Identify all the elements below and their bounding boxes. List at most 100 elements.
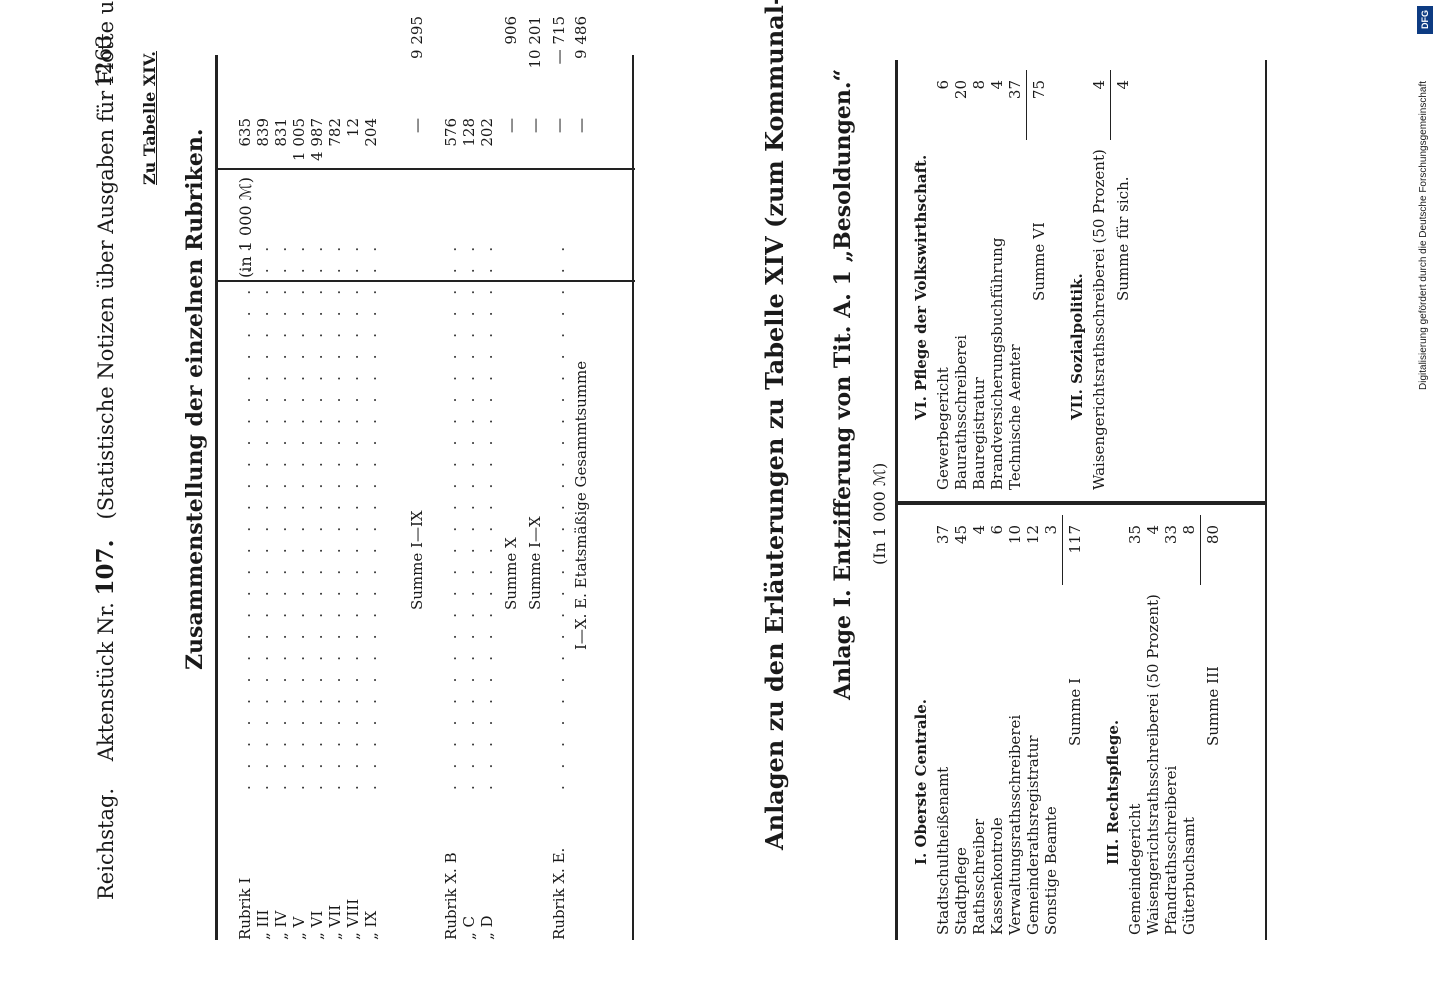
summary-value: 128 [460, 118, 478, 147]
summary-value: 1 005 [290, 118, 308, 161]
appendix-sum-label: Summe für sich. [1114, 176, 1132, 301]
summary-row: „ VIII. . . . . . . . . . . . . . . . . … [344, 70, 362, 940]
summary-row-label: Summe I—X [526, 516, 544, 610]
summary-row: „ IX. . . . . . . . . . . . . . . . . . … [362, 70, 380, 940]
appendix-row-value: 4 [1090, 80, 1108, 90]
appendix-row: Rathsschreiber 4 [970, 515, 988, 935]
appendix-row-label: Güterbuchsamt [1180, 817, 1198, 935]
appendix-row-value: 45 [952, 525, 970, 545]
sum-rule [1200, 515, 1201, 585]
appendix-row-label: Stadtpflege [952, 847, 970, 935]
summary-value: 839 [254, 118, 272, 147]
appendix-row-label: Gemeinderathsregistratur [1024, 735, 1042, 935]
appendix-row-value: 10 [1006, 525, 1024, 545]
appendix-row-label: Verwaltungsrathsschreiberei [1006, 714, 1024, 935]
leader-dots: . . . . . . . . . . . . . . . . . . . . … [272, 230, 290, 790]
summary-row-label: Summe X [502, 537, 520, 610]
appendix-row-value: 4 [970, 525, 988, 535]
sum-rule [1110, 70, 1111, 140]
appendix-row-label: Stadtschultheißenamt [934, 766, 952, 935]
leader-dots: . . . . . . . . . . . . . . . . . . . . … [326, 230, 344, 790]
appendix-row-value: 8 [1180, 525, 1198, 535]
page-number: 1263 [92, 34, 116, 88]
summary-row-label: „ IV [272, 910, 290, 940]
appendix-row-label: Technische Aemter [1006, 344, 1024, 490]
appendix-row: Waisengerichtsrathsschreiberei (50 Proze… [1090, 70, 1108, 490]
appendix-sum-value: 75 [1030, 80, 1048, 100]
appendix-row-label: Rathsschreiber [970, 818, 988, 935]
appendix-row-value: 37 [1006, 80, 1024, 100]
summary-row: Rubrik X. B . . . . . . . . . . . . . . .… [442, 70, 460, 940]
header-doc-no: 107. [92, 539, 119, 596]
summary-row-label: I—X. E. Etatsmäßige Gesammtsumme [572, 360, 590, 650]
appendix-row: Verwaltungsrathsschreiberei 10 [1006, 515, 1024, 935]
appendix-row: Technische Aemter 37 [1006, 70, 1024, 490]
summary-row-label: Rubrik X. B [442, 852, 460, 940]
summary-row-label: Summe I—IX [408, 510, 426, 610]
section-title: I. Oberste Centrale. [912, 698, 930, 865]
summary-total: 906 [502, 16, 520, 45]
leader-dots: . . . . . . . . . . . . . . . . . . . . … [442, 230, 460, 790]
summary-total: 10 201 [526, 16, 544, 69]
appendix-row-label: Sonstige Beamte [1042, 806, 1060, 935]
appendix-row-value: 3 [1042, 525, 1060, 535]
summary-row: Summe X—906 [502, 16, 520, 940]
summary-row: „ VI . . . . . . . . . . . . . . . . . . … [308, 70, 326, 940]
summary-row: Summe I—X—10 201 [526, 16, 544, 940]
running-header: Reichstag. Aktenstück Nr. 107. (Statisti… [92, 0, 119, 900]
summary-row-label: „ VI [308, 910, 326, 940]
appendix-row: Bauregistratur 8 [970, 70, 988, 490]
appendix-row-value: 12 [1024, 525, 1042, 545]
side-note: Digitalisierung gefördert durch die Deut… [1418, 10, 1432, 390]
appendix-row-label: Bauraths­schreiberei [952, 334, 970, 490]
summary-row: „ D. . . . . . . . . . . . . . . . . . .… [478, 70, 496, 940]
summary-bottom-rule [632, 55, 634, 940]
appendix-row-value: 8 [970, 80, 988, 90]
leader-dots: . . . . . . . . . . . . . . . . . . . . … [308, 230, 326, 790]
appendix-row-label: Brandversicherungsbuchführung [988, 237, 1006, 490]
summary-value: — [572, 118, 590, 133]
summary-row: Rubrik X. E.. . . . . . . . . . . . . . … [550, 16, 568, 940]
appendix-row: Waisengerichtsrathsschreiberei (50 Proze… [1144, 515, 1162, 935]
summary-value: 576 [442, 118, 460, 147]
appendix-sum-label: Summe I [1066, 678, 1084, 746]
appendix-row: Güterbuchsamt 8 [1180, 515, 1198, 935]
summary-value: 635 [236, 118, 254, 147]
appendix-sum-value: 4 [1114, 80, 1132, 90]
summary-row: „ III. . . . . . . . . . . . . . . . . .… [254, 70, 272, 940]
sum-rule [1062, 515, 1063, 585]
table-reference: Zu Tabelle XIV. [140, 51, 159, 185]
section-title: VII. Sozialpolitik. [1068, 273, 1086, 420]
header-doc-label: Aktenstück Nr. [94, 602, 118, 762]
appendix-row: Gemeinderathsregistratur 12 [1024, 515, 1042, 935]
appendix-row-label: Waisengerichtsrathsschreiberei (50 Proze… [1090, 149, 1108, 490]
summary-row-label: „ D [478, 915, 496, 940]
appendix-row-value: 35 [1126, 525, 1144, 545]
summary-row-label: „ V [290, 916, 308, 940]
summary-row-label: „ VII [326, 904, 344, 940]
appendix-row-label: Pfandrathsschreiberei [1162, 765, 1180, 935]
summary-value: 782 [326, 118, 344, 147]
appendix-row: Sonstige Beamte 3 [1042, 515, 1060, 935]
appendix-sum-label: Summe VI [1030, 222, 1048, 301]
summary-row-label: „ VIII [344, 898, 362, 940]
appendix-row-label: Bauregistratur [970, 377, 988, 490]
leader-dots: . . . . . . . . . . . . . . . . . . . . … [236, 230, 254, 790]
appendix-subheading: Anlage I. Entzifferung von Tit. A. 1 „Be… [830, 68, 856, 700]
summary-value: 4 987 [308, 118, 326, 161]
sum-rule [1026, 70, 1027, 140]
appendix-sum-value: 80 [1204, 525, 1222, 545]
appendix-row-value: 6 [988, 525, 1006, 535]
summary-row: „ VII . . . . . . . . . . . . . . . . . .… [326, 70, 344, 940]
appendix-unit: (In 1 000 ℳ) [870, 462, 889, 565]
summary-value: 202 [478, 118, 496, 147]
summary-row-label: Rubrik I [236, 877, 254, 940]
side-note-text: Digitalisierung gefördert durch die Deut… [1418, 80, 1429, 390]
